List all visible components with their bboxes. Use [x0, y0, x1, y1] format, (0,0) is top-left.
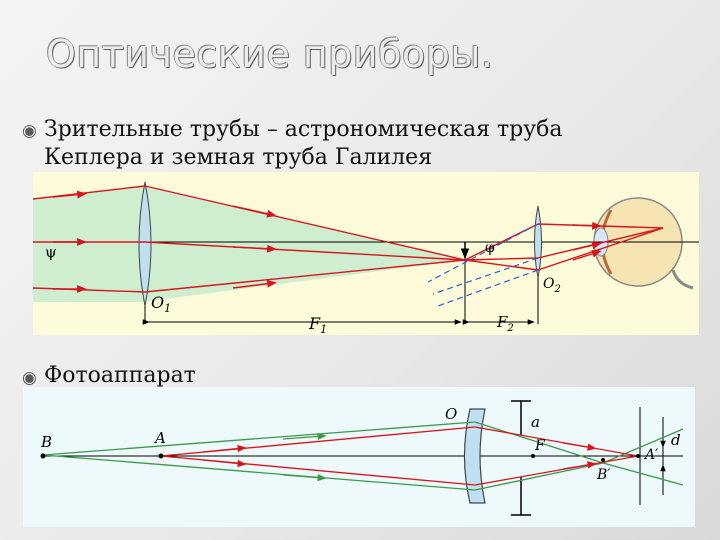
ray-paths-green: [42, 421, 684, 491]
camera-lens: [463, 408, 486, 504]
angle-psi-label: ψ: [45, 243, 57, 261]
label-a-small: a: [531, 413, 540, 431]
label-a: A: [153, 429, 166, 447]
label-o: O: [445, 405, 457, 423]
f2-subscript: 2: [506, 323, 513, 334]
svg-text:O1: O1: [151, 293, 171, 315]
ray-paths: [33, 185, 664, 293]
label-d: d: [671, 431, 681, 449]
eye-illustration: [593, 197, 694, 290]
incoming-beam: [33, 186, 141, 302]
virtual-ray-extensions: [427, 223, 539, 307]
aperture-diaphragm: [511, 400, 531, 516]
point-f: [531, 454, 535, 458]
circled-dot-icon: ◉: [22, 368, 37, 388]
point-b: [40, 453, 46, 459]
circled-dot-icon: ◉: [22, 121, 37, 141]
o2-subscript: 2: [553, 284, 560, 295]
svg-text:F1: F1: [308, 314, 327, 335]
kepler-telescope-diagram: ψ φ O1 O2 F1 F2: [33, 172, 699, 335]
slide-title: Оптические приборы.: [46, 32, 494, 76]
label-b: B: [40, 433, 52, 451]
camera-diagram: B A O a F d A′ B′: [23, 387, 695, 527]
svg-text:F2: F2: [496, 313, 514, 334]
label-b-prime: B′: [596, 467, 611, 483]
label-f: F: [534, 438, 546, 454]
point-a-prime: [636, 454, 640, 458]
point-b-prime: [601, 458, 605, 462]
svg-text:O2: O2: [543, 276, 561, 295]
o1-label: O: [151, 293, 164, 312]
objective-lens-o1: [138, 181, 152, 317]
f1-label: F: [308, 314, 321, 333]
bullet-camera: Фотоаппарат: [44, 363, 196, 388]
f2-label: F: [496, 313, 508, 331]
point-a: [158, 453, 164, 459]
label-a-prime: A′: [643, 447, 659, 463]
bullet-telescopes-line1: Зрительные трубы – астрономическая труба: [44, 117, 563, 142]
ray-paths-red: [160, 426, 639, 486]
converging-beam: [141, 186, 465, 302]
o2-label: O: [543, 276, 555, 292]
bullet-telescopes-line2: Кеплера и земная труба Галилея: [44, 145, 433, 170]
o1-subscript: 1: [164, 302, 171, 315]
f1-subscript: 1: [320, 323, 327, 335]
angle-phi-label: φ: [485, 240, 495, 256]
